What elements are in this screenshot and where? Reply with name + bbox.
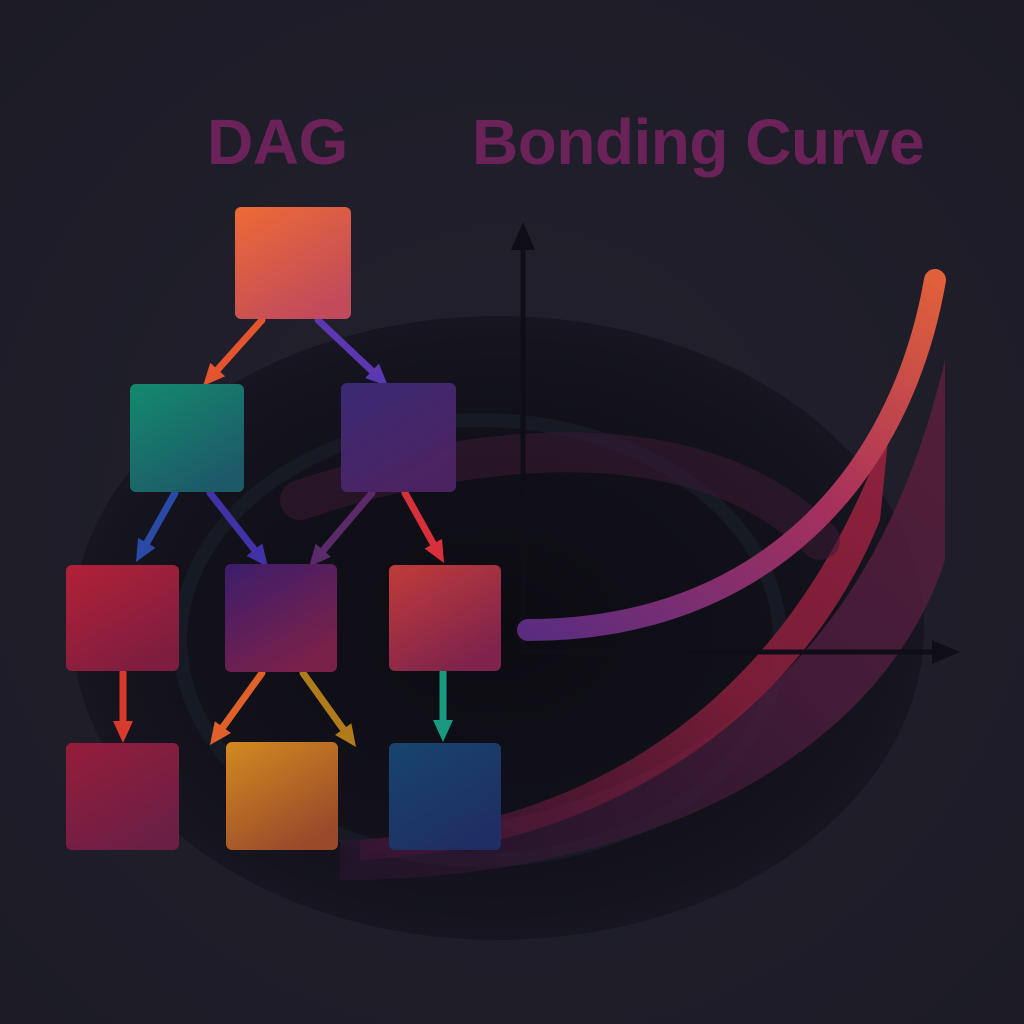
dag-node-root: [235, 207, 351, 319]
dag-edges: [113, 316, 453, 747]
dag-edge-row3-center-to-leaf-left: [210, 669, 266, 745]
dag-edge-left-mid-to-row3-center: [206, 489, 268, 567]
dag-nodes: [66, 207, 501, 850]
dag-edge-row3-right-to-leaf-right: [433, 668, 453, 742]
dag-edge-right-mid-to-row3-right: [401, 489, 444, 563]
dag-edge-arrowhead: [424, 538, 444, 563]
dag-edge-line: [317, 489, 376, 557]
dag-node-row3-right: [389, 565, 501, 671]
dag-edge-arrowhead: [246, 543, 268, 567]
curve-axes: [511, 222, 960, 664]
dag-node-row3-center: [225, 564, 337, 672]
curve-ribbon-inner: [360, 420, 890, 860]
y-axis-arrowhead: [511, 222, 535, 250]
dag-edge-arrowhead: [433, 720, 453, 742]
dag-node-right-mid: [341, 383, 456, 492]
dag-edge-row3-left-to-leaf-left: [113, 668, 133, 743]
dag-edge-root-to-right-mid: [314, 316, 388, 386]
dag-edge-arrowhead: [210, 721, 231, 745]
dag-edge-line: [299, 669, 350, 736]
dag-edge-line: [141, 489, 179, 550]
dag-edge-root-to-left-mid: [203, 316, 266, 386]
dag-edge-line: [314, 316, 379, 378]
dag-edge-left-mid-to-row3-left: [136, 489, 179, 562]
dag-edge-arrowhead: [113, 721, 133, 743]
x-axis-arrowhead: [932, 640, 960, 664]
dag-node-leaf-right: [389, 743, 501, 850]
bonding-curve-title: Bonding Curve: [472, 106, 925, 178]
dag-edge-arrowhead: [335, 723, 356, 747]
dag-edge-arrowhead: [136, 537, 156, 562]
dag-node-leaf-left: [66, 743, 179, 850]
dag-edge-line: [401, 489, 439, 551]
dag-edge-arrowhead: [309, 543, 331, 567]
dag-node-row3-left: [66, 565, 179, 671]
dag-node-left-mid: [130, 384, 244, 492]
dag-edge-line: [211, 316, 266, 377]
dag-node-leaf-center: [226, 742, 338, 850]
dag-title: DAG: [207, 106, 348, 178]
dag-edge-arrowhead: [203, 362, 226, 386]
dag-edge-right-mid-to-row3-center: [309, 489, 376, 567]
dag-edge-row3-center-to-leaf-center: [299, 669, 356, 747]
bonding-curve-line: [517, 269, 946, 641]
dag-edge-line: [206, 489, 261, 557]
curve-ribbon-outer: [340, 360, 945, 880]
dag-edge-line: [217, 669, 266, 734]
dag-edge-arrowhead: [365, 363, 388, 386]
